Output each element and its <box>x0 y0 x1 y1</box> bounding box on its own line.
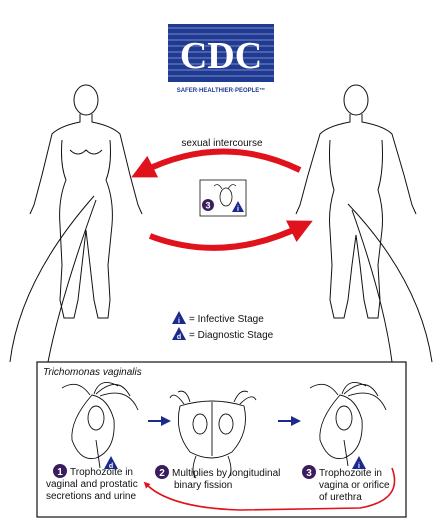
stage-2-line-2: binary fission <box>174 480 232 491</box>
stage-1-line-1: Trophozoite in <box>70 467 133 478</box>
stage-1-line-3: secretions and urine <box>46 491 136 502</box>
stage-3-line-1: Trophozoite in <box>319 468 382 479</box>
step-3-circle-center <box>202 199 214 211</box>
arrow-female-to-male <box>148 220 313 251</box>
legend-diagnostic-icon <box>172 327 186 340</box>
stage-2-line-1: Multiplies by longitudinal <box>172 468 280 479</box>
step-3-number: 3 <box>306 468 312 479</box>
step-3-number-center: 3 <box>205 201 210 211</box>
step-1-number: 1 <box>57 467 63 478</box>
arrow-male-to-female <box>131 148 302 178</box>
step-1-circle <box>53 464 67 478</box>
infective-marker-letter: i <box>358 463 360 470</box>
male-body-figure <box>295 84 417 319</box>
legend-diagnostic-text: = Diagnostic Stage <box>189 330 274 341</box>
stage-3-line-3: of urethra <box>319 492 362 503</box>
step-2-number: 2 <box>159 468 165 479</box>
stage-1-line-2: vaginal and prostatic <box>46 479 138 490</box>
step-2-circle <box>155 465 169 479</box>
leader-curves <box>9 195 433 363</box>
stage-3-label: 3 Trophozoite in vagina or orifice of ur… <box>302 456 390 503</box>
stage-2-label: 2 Multiplies by longitudinal binary fiss… <box>155 465 280 491</box>
trophozoite-stage-1-illustration <box>61 381 139 469</box>
cdc-tagline: SAFER·HEALTHIER·PEOPLE™ <box>177 87 266 94</box>
stage-3-line-2: vagina or orifice <box>319 480 390 491</box>
sexual-intercourse-label: sexual intercourse <box>181 138 263 149</box>
diagnostic-marker-letter: d <box>109 463 113 470</box>
cdc-logo-text: CDC <box>180 35 262 77</box>
legend-infective-marker: i <box>178 318 180 325</box>
arrow-stage-3-to-1 <box>143 467 396 511</box>
stage-1-label: 1 Trophozoite in vaginal and prostatic s… <box>46 456 138 502</box>
lifecycle-box: Trichomonas vaginalis 1 Trophozoite in v… <box>36 361 407 518</box>
organism-name: Trichomonas vaginalis <box>43 367 142 378</box>
female-body-figure <box>29 84 143 319</box>
trophozoite-stage-3-illustration <box>309 381 387 467</box>
legend-diagnostic-marker: d <box>177 334 181 341</box>
binary-fission-illustration <box>169 390 257 479</box>
legend: i = Infective Stage d = Diagnostic Stage <box>172 311 274 341</box>
legend-infective-text: = Infective Stage <box>189 314 264 325</box>
legend-infective-icon <box>172 311 186 324</box>
infective-marker-stage-3 <box>352 456 366 469</box>
cdc-logo: CDC SAFER·HEALTHIER·PEOPLE™ <box>168 24 274 94</box>
trophozoite-mini-icon <box>219 187 233 207</box>
transmission-arrows: sexual intercourse <box>131 138 313 251</box>
step-3-circle <box>302 465 316 479</box>
center-stage-box: 3 i <box>199 179 247 217</box>
diagnostic-marker-stage-1 <box>104 456 118 469</box>
infective-marker-center <box>232 201 244 212</box>
infective-marker-letter-center: i <box>237 206 239 213</box>
